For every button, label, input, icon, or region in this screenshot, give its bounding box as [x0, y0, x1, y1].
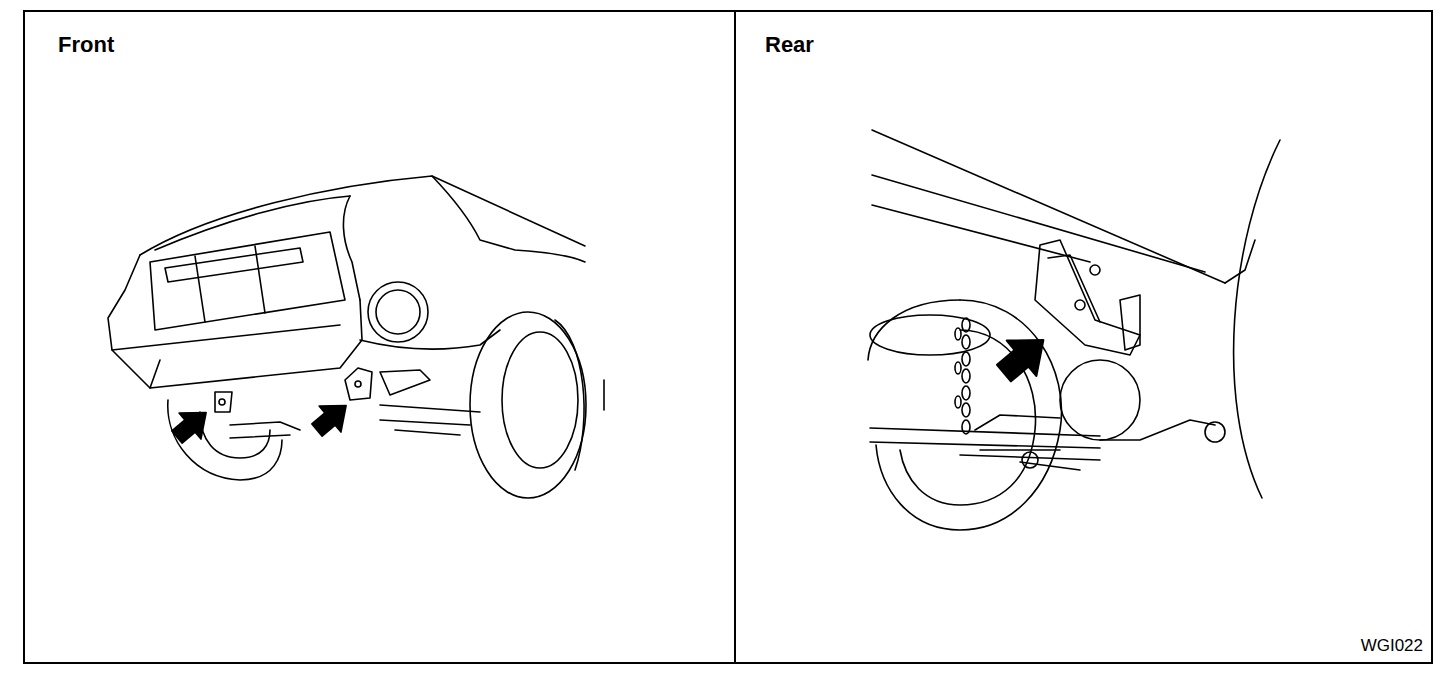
right-tire [470, 312, 586, 498]
fender-top [432, 176, 585, 262]
axle [870, 428, 1100, 448]
tire-tread [555, 320, 584, 470]
wheel-hub [870, 315, 990, 355]
axle-right [1100, 420, 1215, 440]
grille-bars [195, 246, 265, 322]
fog-lamp-inner [376, 290, 420, 334]
spring-clamp-end [1022, 452, 1038, 468]
arrow-marker [989, 322, 1058, 390]
panel: Front [23, 10, 736, 664]
fender-lower [360, 330, 500, 349]
bumper-line [112, 325, 340, 388]
bracket-bolt [1090, 265, 1100, 275]
front-vehicle [108, 176, 604, 498]
leaf-spring [975, 415, 1060, 450]
steering-part [380, 370, 430, 395]
body-roofline [140, 176, 585, 255]
arrow-marker [306, 393, 357, 443]
body-line [872, 130, 1225, 283]
arrow-marker [166, 400, 217, 450]
axle-end [1205, 422, 1225, 442]
frame-member [230, 422, 300, 438]
grille-slot [165, 248, 303, 282]
tire-edge [603, 380, 605, 410]
hood-edge [155, 196, 350, 250]
fog-lamp [368, 282, 428, 342]
rear-vehicle [868, 130, 1280, 530]
body-corner [1225, 240, 1255, 283]
left-rim [200, 412, 270, 458]
tow-hook-left [215, 392, 232, 412]
tow-bracket [1035, 240, 1140, 355]
underbody-lines [380, 405, 480, 435]
panel: Rear [734, 10, 1433, 664]
panel-heading: Front [58, 32, 114, 58]
right-rim [502, 332, 578, 468]
bracket-inner [1048, 255, 1100, 322]
tow-hook-hole [355, 381, 361, 387]
panel-heading: Rear [765, 32, 814, 58]
fender-edge [343, 196, 360, 300]
differential [1060, 360, 1140, 440]
bracket-bolt [1075, 300, 1085, 310]
body-line [872, 205, 1090, 262]
grille [150, 232, 345, 330]
bumper-outline [108, 255, 362, 388]
tow-hook-hole [219, 399, 225, 405]
tow-chain [955, 318, 970, 434]
rear-tire [876, 300, 1062, 530]
right-tire-edge [1234, 140, 1280, 498]
tow-hook-right [345, 368, 372, 400]
tire-top [868, 300, 960, 360]
shock [1120, 295, 1140, 350]
figure-code: WGI022 [1361, 636, 1423, 656]
